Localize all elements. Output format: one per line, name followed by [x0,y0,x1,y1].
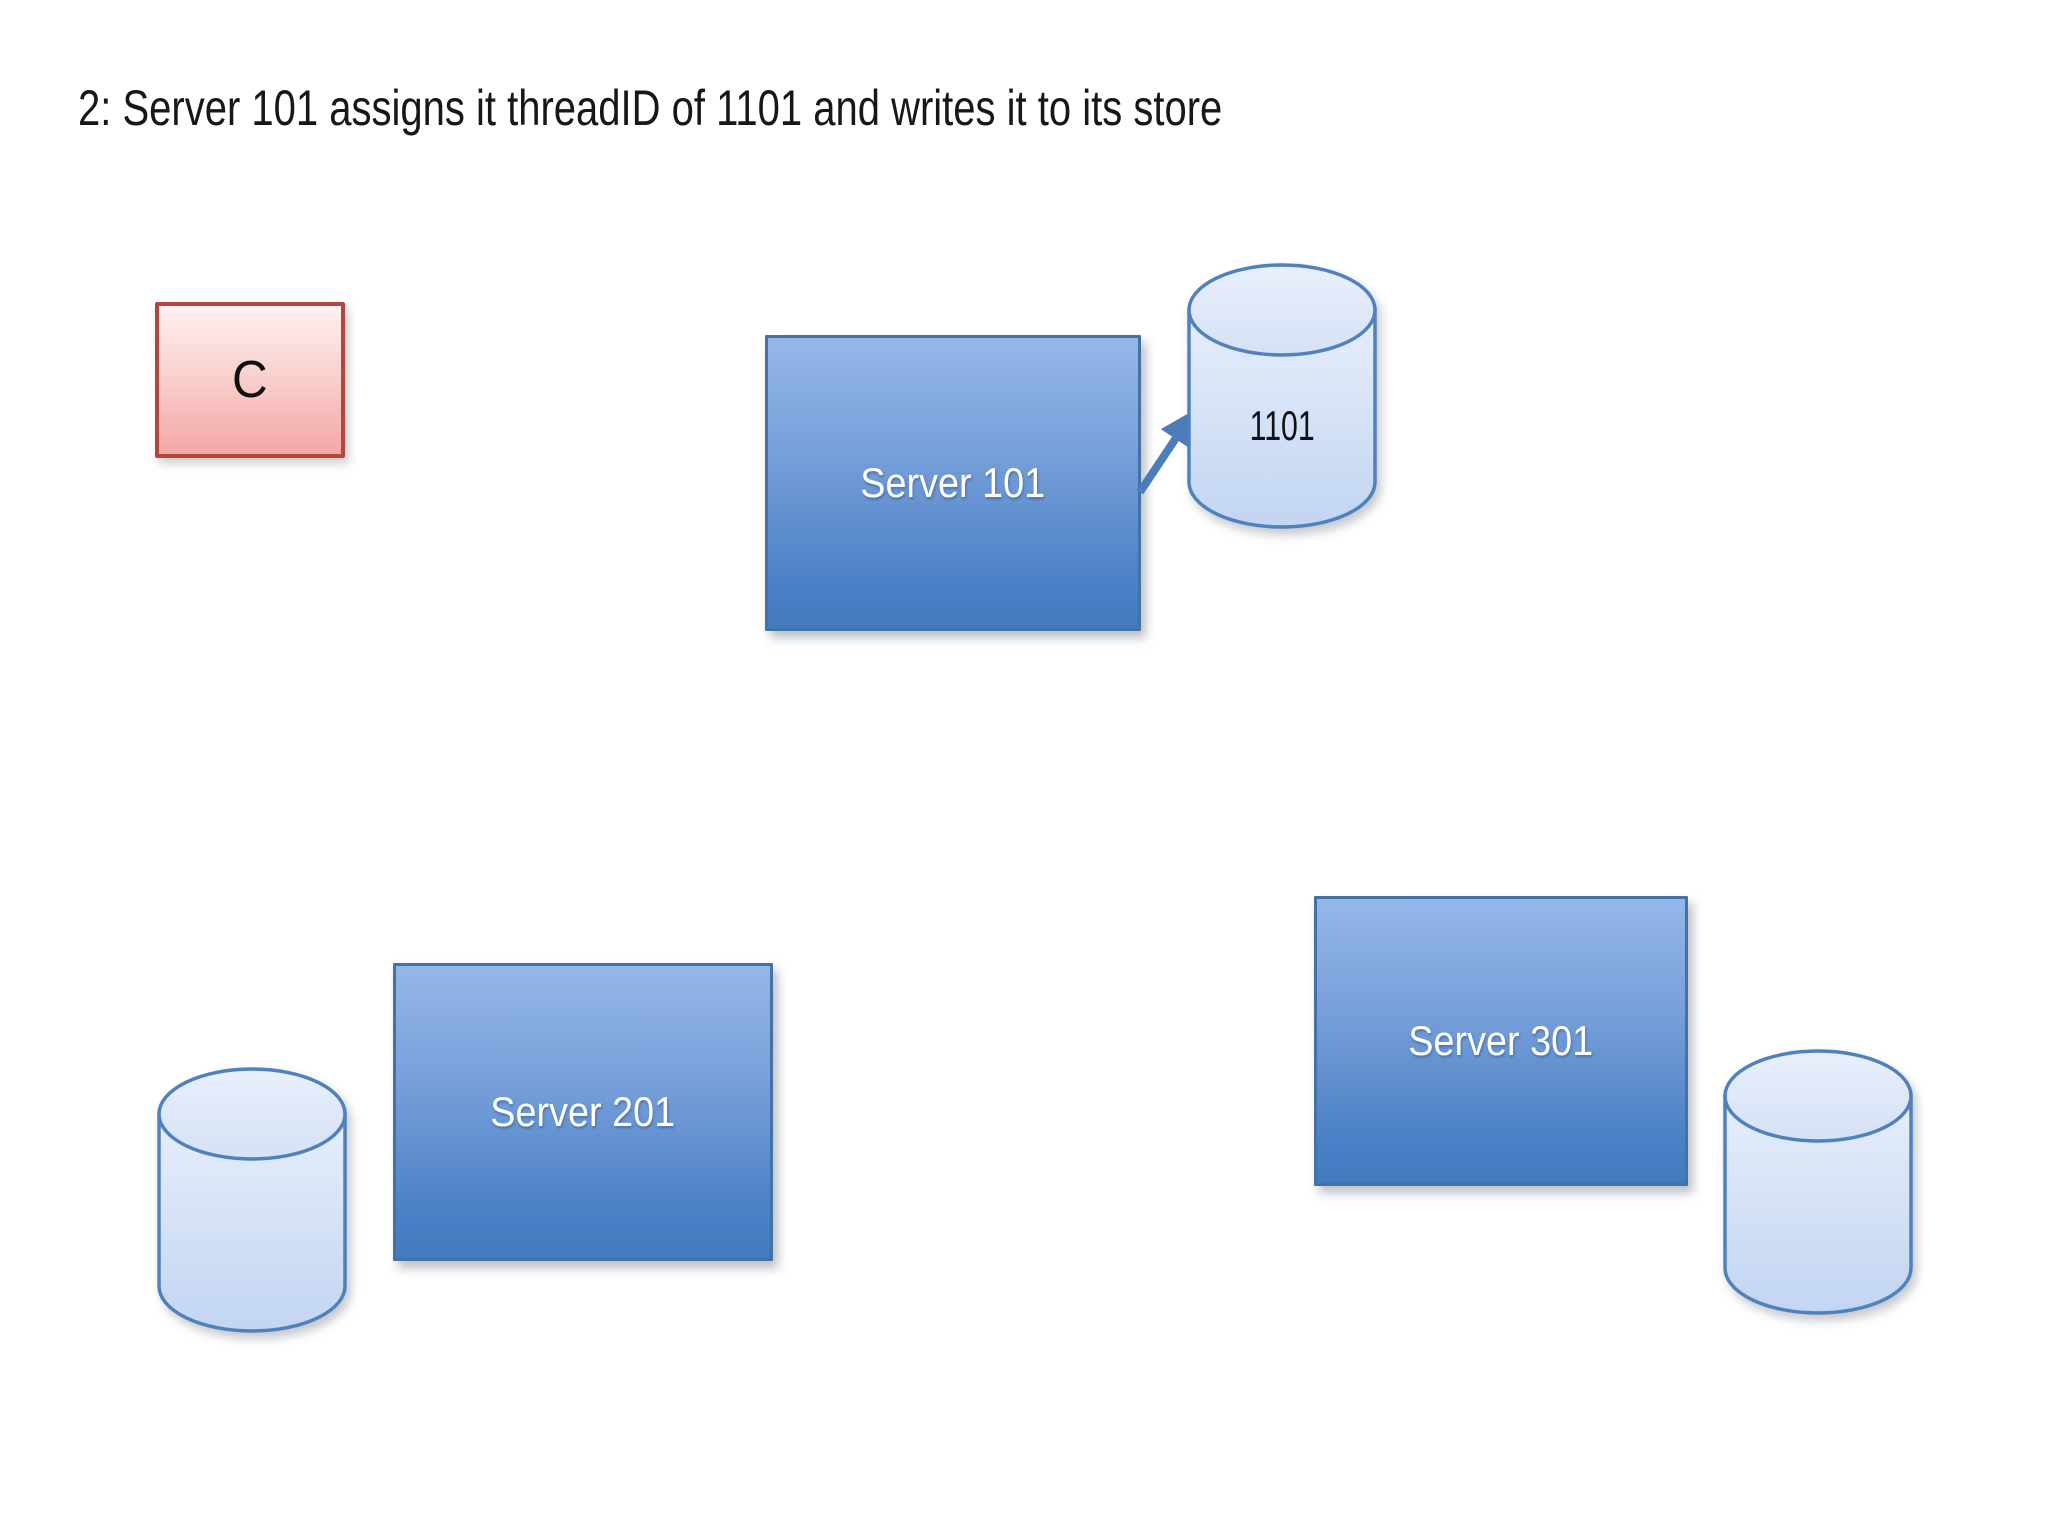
client-label: C [232,351,268,409]
server-101-label: Server 101 [860,459,1046,506]
datastore-101-label: 1101 [1249,402,1315,449]
server-201-box: Server 201 [393,963,773,1261]
datastore-201 [156,1066,348,1334]
database-cylinder-icon [1723,1049,1913,1315]
database-cylinder-icon [157,1067,347,1333]
server-301-box: Server 301 [1314,896,1688,1186]
server-301-label: Server 301 [1408,1017,1594,1064]
datastore-101: 1101 [1186,262,1378,530]
datastore-301 [1722,1048,1914,1316]
client-box: C [155,302,345,458]
write-arrow [1118,392,1228,508]
database-cylinder-icon [1187,263,1377,529]
slide-title-text: 2: Server 101 assigns it threadID of 110… [78,80,1223,136]
server-201-label: Server 201 [490,1088,676,1135]
write-arrow-icon [1136,409,1196,495]
server-101-box: Server 101 [765,335,1141,631]
slide-title: 2: Server 101 assigns it threadID of 110… [78,80,1508,138]
